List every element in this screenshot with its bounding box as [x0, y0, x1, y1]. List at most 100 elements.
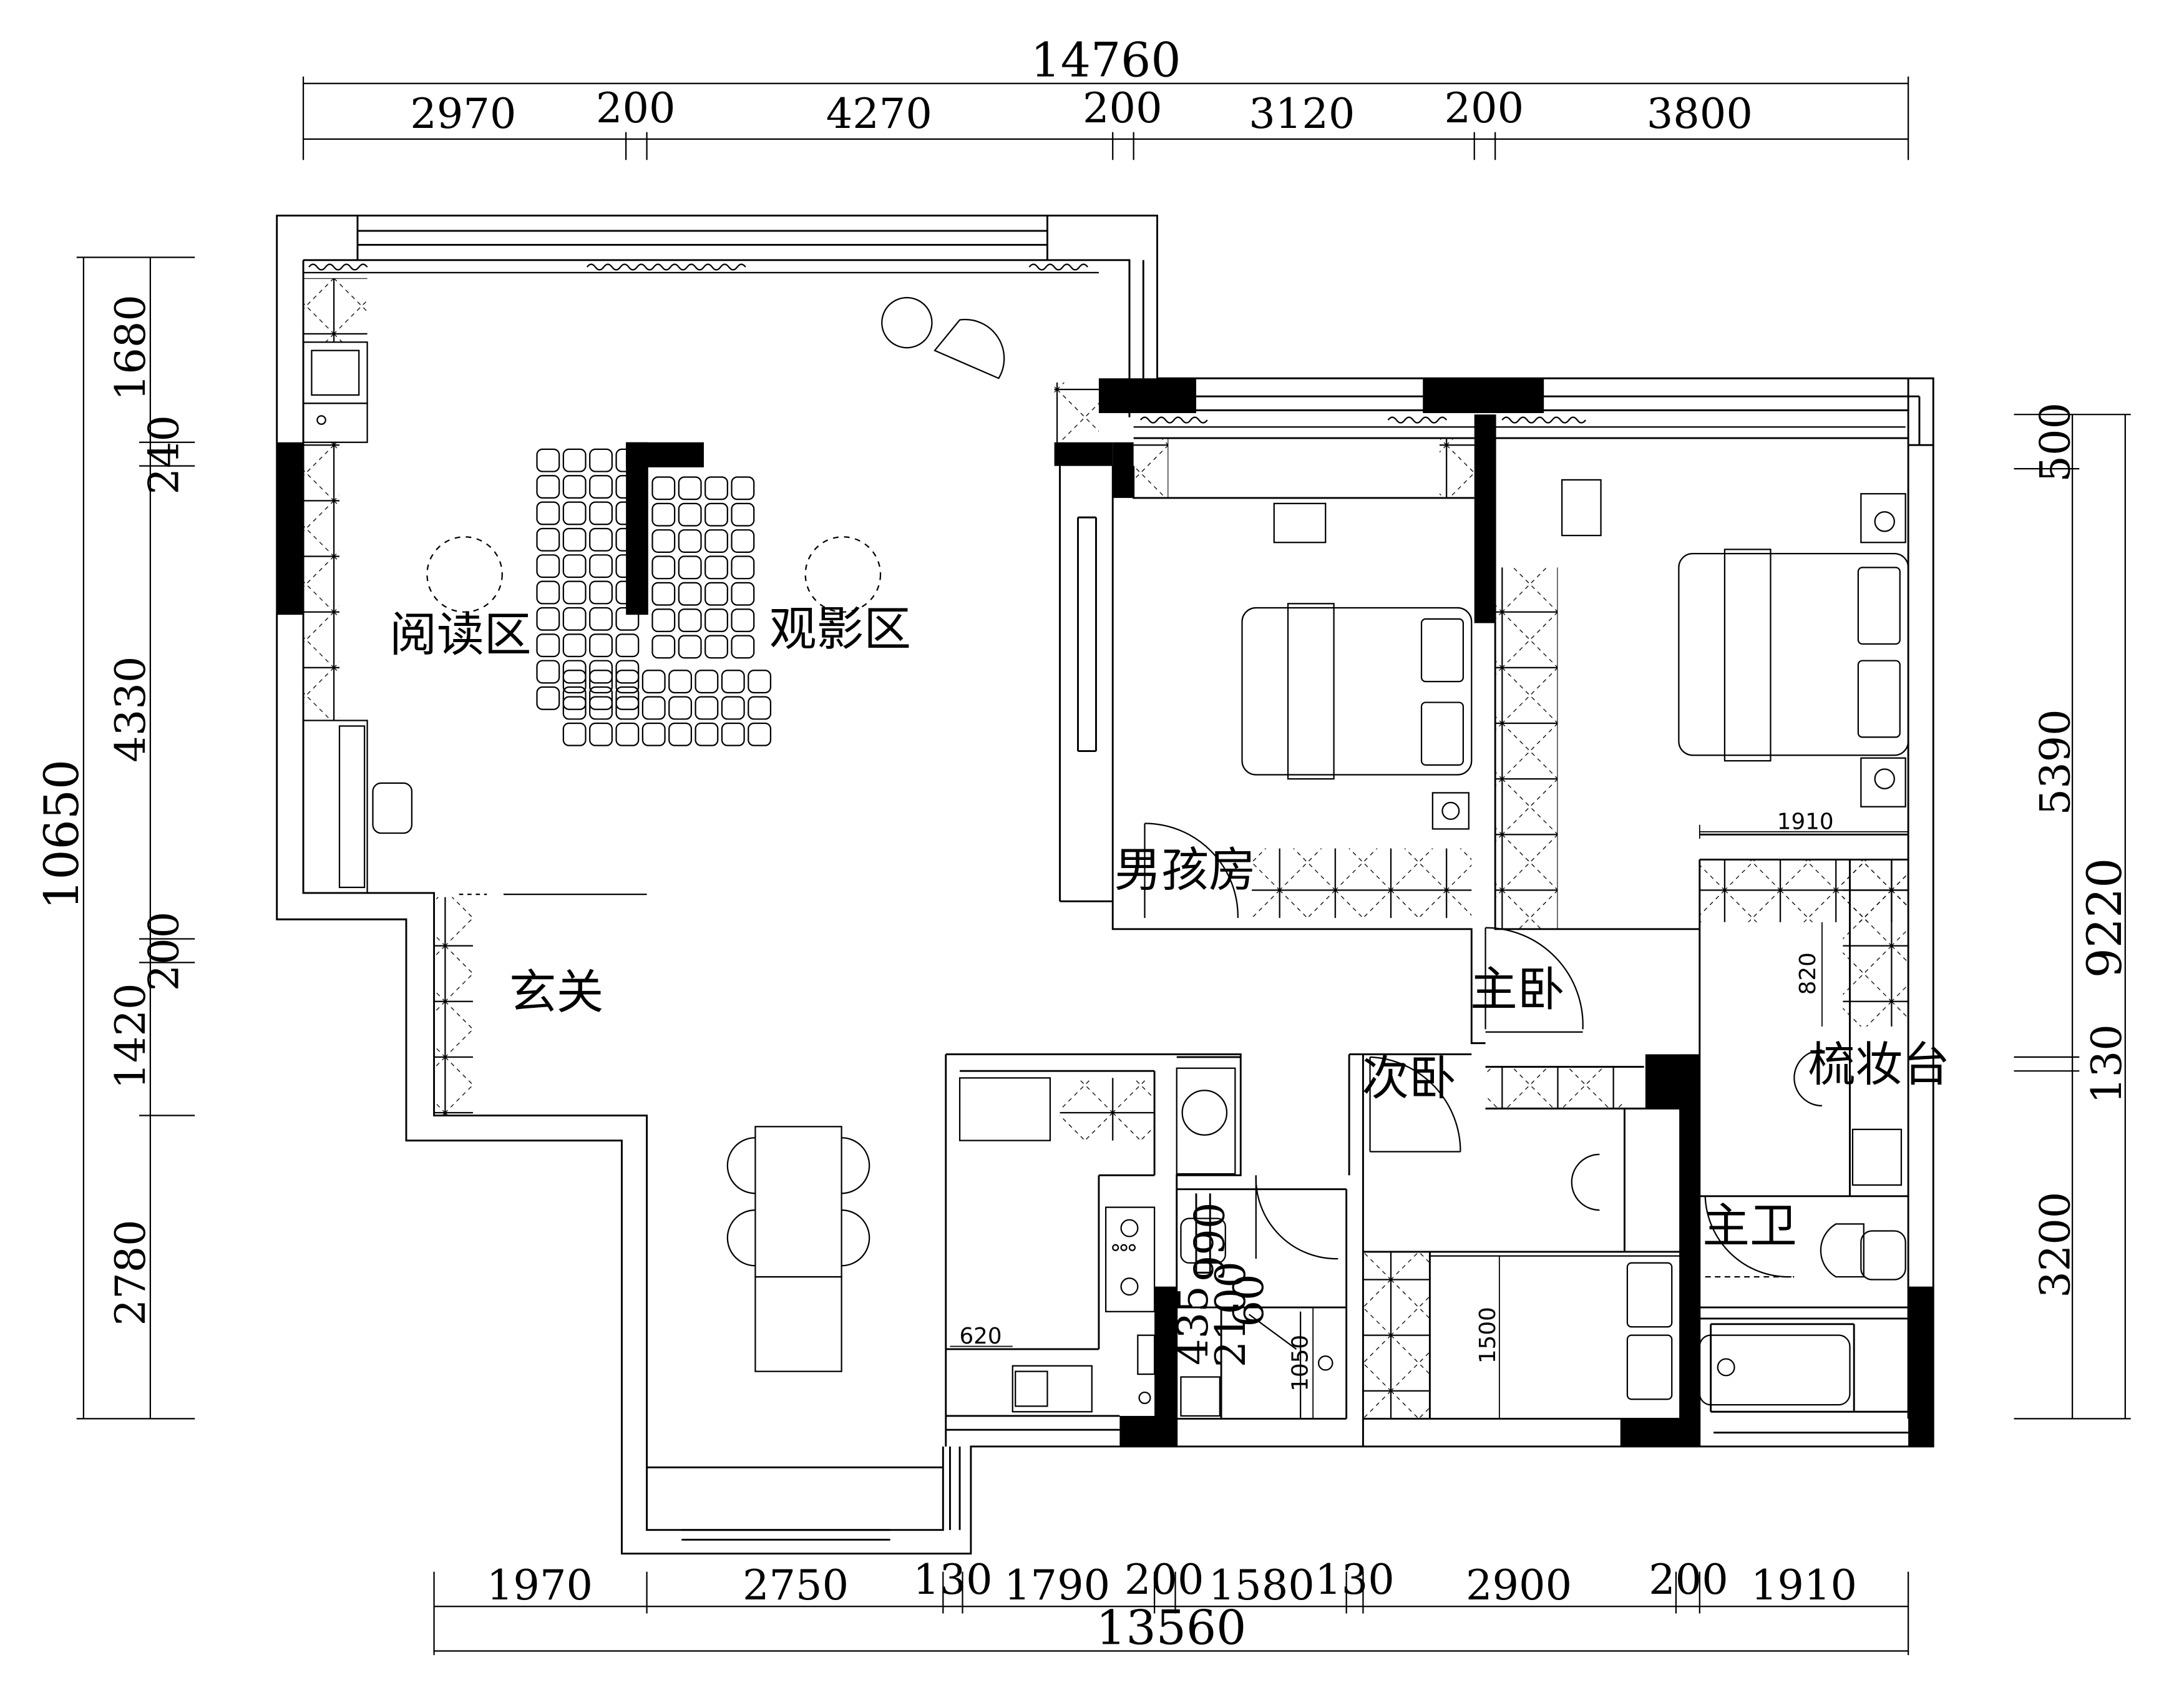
dimension-left: [76, 256, 195, 1420]
sofa-cushion: [721, 722, 745, 746]
dim-top-1: 2970: [410, 89, 516, 138]
sofa-cushion: [731, 476, 755, 500]
sofa-cushion: [615, 633, 640, 658]
sofa-cushion: [695, 722, 719, 746]
sofa-cushion: [641, 722, 666, 746]
sofa-cushion: [562, 607, 587, 631]
sofa-cushion: [536, 448, 560, 472]
dim-bath-435: 435: [1169, 1286, 1217, 1365]
sofa-cushion: [695, 696, 719, 720]
dim-bed: 1500: [1475, 1307, 1501, 1364]
dim-top-total: 14760: [1031, 33, 1181, 88]
sofa-cushion: [615, 670, 640, 694]
dim-left-3: 4330: [106, 656, 155, 763]
dim-left-1: 1680: [106, 295, 155, 401]
dim-bath-990: 990: [1186, 1203, 1234, 1282]
dim-right-total: 9220: [2077, 858, 2132, 978]
sofa-cushion: [615, 580, 640, 605]
sofa-cushion: [615, 475, 640, 499]
sofa-cushion: [731, 635, 755, 659]
sofa-cushion: [536, 686, 560, 710]
sofa-cushion: [651, 608, 676, 633]
sofa-cushion: [536, 554, 560, 578]
sofa-cushion: [615, 696, 640, 720]
sofa-cushion: [678, 502, 702, 527]
room-label-boys-room: 男孩房: [1114, 842, 1255, 897]
sofa: [536, 448, 772, 746]
dim-top-2: 200: [596, 84, 676, 132]
sofa-cushion: [562, 660, 587, 684]
sofa-cushion: [748, 722, 772, 746]
sofa-cushion: [589, 607, 613, 631]
sofa-cushion: [651, 635, 676, 659]
sofa-cushion: [651, 529, 676, 553]
sofa-cushion: [589, 527, 613, 552]
dim-right-4: 3200: [2031, 1192, 2080, 1298]
dim-top-4: 200: [1083, 84, 1163, 132]
sofa-cushion: [651, 476, 676, 500]
sofa-cushion: [562, 722, 587, 746]
dim-top-3: 4270: [826, 89, 932, 138]
sofa-cushion: [678, 582, 702, 606]
dim-right-2: 5390: [2031, 709, 2080, 815]
dim-vanity: 820: [1795, 952, 1821, 995]
dim-bottom-6: 1580: [1209, 1561, 1315, 1609]
sofa-cushion: [615, 660, 640, 684]
sofa-cushion: [589, 633, 613, 658]
sofa-cushion: [731, 555, 755, 580]
sofa-cushion: [731, 608, 755, 633]
sofa-cushion: [536, 475, 560, 499]
sofa-cushion: [589, 448, 613, 472]
dim-bottom-1: 1970: [487, 1561, 593, 1609]
sofa-cushion: [615, 501, 640, 525]
sofa-cushion: [589, 670, 613, 694]
dim-left-5: 1420: [106, 983, 155, 1089]
sofa-cushion: [615, 554, 640, 578]
sofa-cushion: [651, 582, 676, 606]
sofa-cushion: [536, 660, 560, 684]
sofa-cushion: [678, 555, 702, 580]
dim-top-5: 3120: [1249, 89, 1355, 138]
dim-bottom-4: 1790: [1004, 1561, 1110, 1609]
sofa-cushion: [536, 527, 560, 552]
sofa-cushion: [668, 722, 693, 746]
dim-bottom-8: 2900: [1466, 1561, 1572, 1609]
sofa-cushion: [748, 696, 772, 720]
sofa-cushion: [704, 555, 728, 580]
sofa-cushion: [615, 722, 640, 746]
dim-top-7: 3800: [1647, 89, 1753, 138]
sofa-cushion: [721, 696, 745, 720]
sofa-cushion: [536, 633, 560, 658]
sofa-cushion: [678, 608, 702, 633]
sofa-cushion: [704, 529, 728, 553]
dim-right-3: 130: [2082, 1024, 2131, 1104]
dim-bottom-3: 130: [913, 1555, 993, 1604]
room-label-vanity: 梳妆台: [1808, 1037, 1950, 1092]
dim-left-4: 200: [139, 912, 188, 992]
sofa-cushion: [731, 529, 755, 553]
sofa-cushion: [615, 607, 640, 631]
sofa-cushion: [678, 476, 702, 500]
dim-right-1: 500: [2031, 403, 2080, 482]
sofa-cushion: [589, 475, 613, 499]
sofa-cushion: [589, 722, 613, 746]
sofa-cushion: [641, 670, 666, 694]
sofa-cushion: [562, 554, 587, 578]
sofa-cushion: [562, 686, 587, 710]
sofa-cushion: [615, 448, 640, 472]
sofa-cushion: [668, 696, 693, 720]
sofa-cushion: [562, 670, 587, 694]
room-label-movie: 观影区: [769, 602, 911, 656]
dim-bottom-2: 2750: [743, 1561, 849, 1609]
sofa-cushion: [562, 633, 587, 658]
sofa-cushion: [668, 670, 693, 694]
room-label-master-bedroom: 主卧: [1470, 962, 1565, 1017]
dimension-right: [2014, 414, 2131, 1420]
sofa-cushion: [536, 501, 560, 525]
sofa-cushion: [562, 580, 587, 605]
curtains: [303, 263, 1906, 428]
sofa-cushion: [536, 580, 560, 605]
sofa-cushion: [704, 635, 728, 659]
sofa-cushion: [536, 607, 560, 631]
